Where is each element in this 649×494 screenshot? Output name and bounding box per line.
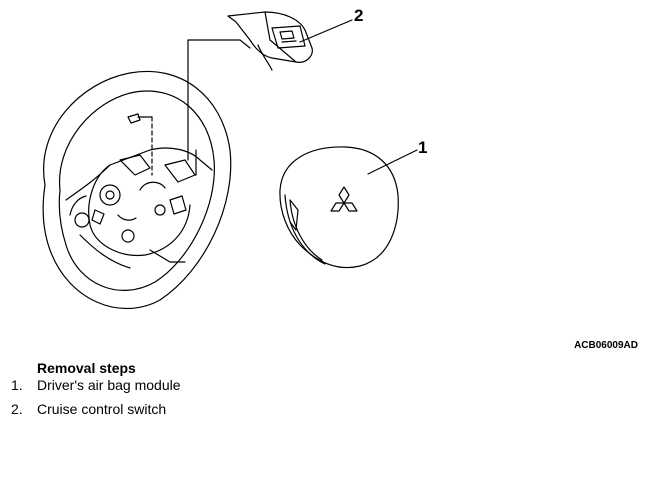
steering-wheel-rim bbox=[42, 71, 232, 309]
step-label: Driver's air bag module bbox=[37, 377, 181, 393]
steering-wheel-exploded-diagram bbox=[42, 11, 418, 309]
callout-1-label: 1 bbox=[418, 138, 428, 157]
callout-2-label: 2 bbox=[354, 6, 364, 25]
mounting-screw bbox=[127, 113, 153, 124]
cruise-control-switch bbox=[227, 11, 313, 71]
steering-wheel-hub bbox=[65, 147, 213, 269]
air-bag-module bbox=[279, 146, 399, 269]
step-label: Cruise control switch bbox=[37, 401, 167, 417]
step-number: 2. bbox=[11, 401, 23, 417]
step-number: 1. bbox=[11, 377, 23, 393]
figure-code: ACB06009AD bbox=[574, 340, 638, 351]
removal-steps-title: Removal steps bbox=[37, 360, 136, 376]
